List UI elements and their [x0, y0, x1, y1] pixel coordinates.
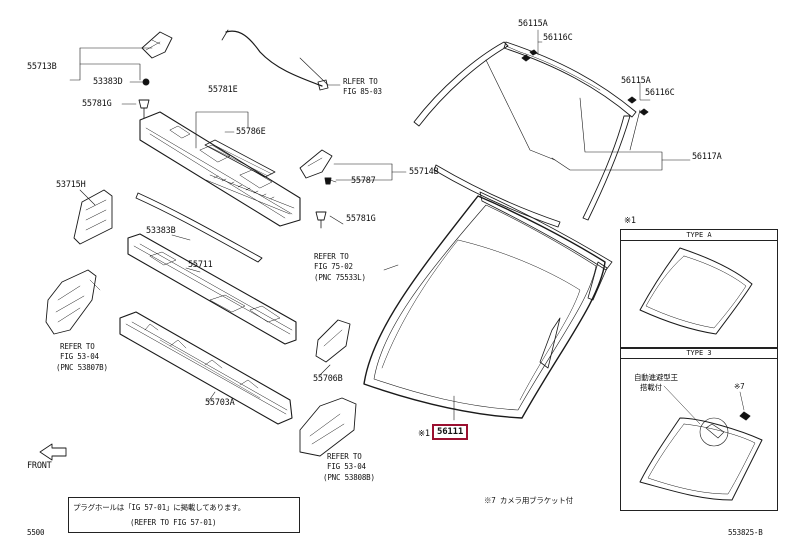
label-53383D: 53383D — [93, 77, 123, 87]
label-56115A-b: 56115A — [621, 76, 651, 86]
plug-hole-note-box — [68, 497, 300, 533]
ref-fig53a-line3: (PNC 53807B) — [56, 363, 108, 372]
ref-fig53b-line1: REFER TO — [327, 452, 362, 461]
type-b-glass — [639, 385, 763, 501]
leader-brackets — [69, 47, 455, 421]
lower-cowl-55703A — [119, 311, 293, 425]
label-55713B: 55713B — [27, 62, 57, 72]
ref-fig53a-line2: FIG 53-04 — [60, 352, 99, 361]
washer-hose — [221, 29, 329, 91]
cowl-top-panel — [139, 111, 301, 227]
type-a-glass — [639, 247, 753, 335]
label-56116C-a: 56116C — [543, 33, 573, 43]
type-b-box: TYPE 3 — [620, 347, 778, 511]
cowl-side-brackets — [141, 31, 333, 179]
page-code-right: 553825-B — [728, 528, 763, 537]
front-arrow-icon — [39, 443, 67, 461]
type-a-box: TYPE A — [620, 229, 778, 349]
label-55787: 55787 — [351, 176, 376, 186]
ref-fig75-line2: FIG 75-02 — [314, 262, 353, 271]
note1-marker: ※1 — [418, 429, 430, 439]
label-55786E: 55786E — [236, 127, 266, 137]
fasteners — [138, 78, 332, 229]
ref-fig53b-line3: (PNC 53808B) — [323, 473, 375, 482]
bracket-55706B — [315, 319, 351, 363]
ref-fig53a-line1: REFER TO — [60, 342, 95, 351]
label-56117A: 56117A — [692, 152, 722, 162]
apron-left — [45, 269, 101, 335]
label-55781G-a: 55781G — [82, 99, 112, 109]
camera-bracket-note: ※7 カメラ用ブラケット付 — [484, 496, 573, 505]
ref-fig85-line1: RLFER TO — [343, 77, 378, 86]
label-55711: 55711 — [188, 260, 213, 270]
label-55706B: 55706B — [313, 374, 343, 384]
ref-fig75-line3: (PNC 75533L) — [314, 273, 366, 282]
type-b-jp-line2: 搭載付 — [640, 383, 662, 392]
cowl-panel-55711 — [127, 233, 297, 345]
label-55703A: 55703A — [205, 398, 235, 408]
leaders-56117A — [551, 97, 691, 171]
type-b-jp-line1: 自動進避型王 — [634, 373, 678, 382]
front-label: FRONT — [27, 461, 52, 471]
roof-moldings — [413, 41, 637, 228]
ref-fig85-line2: FIG 85-03 — [343, 87, 382, 96]
apron-right — [299, 397, 357, 457]
plug-hole-note-line2: (REFER TO FIG 57-01) — [130, 518, 217, 527]
label-56115A-a: 56115A — [518, 19, 548, 29]
plug-hole-note-line1: プラグホールは「IG 57-01」に掲載してあります。 — [73, 503, 246, 512]
type-a-title: TYPE A — [621, 230, 777, 241]
star7-marker: ※7 — [734, 382, 745, 391]
side-bracket-53715H — [73, 189, 113, 245]
label-53715H: 53715H — [56, 180, 86, 190]
label-55781E: 55781E — [208, 85, 238, 95]
label-53383B: 53383B — [146, 226, 176, 236]
ref-fig53b-line2: FIG 53-04 — [327, 462, 366, 471]
note1-ref: ※1 — [624, 216, 636, 226]
ref-fig75-line1: REFER TO — [314, 252, 349, 261]
label-55714B: 55714B — [409, 167, 439, 177]
windshield-glass — [363, 191, 613, 419]
type-b-title: TYPE 3 — [621, 348, 777, 359]
page-code-left: 5500 — [27, 528, 45, 537]
label-56111-highlighted[interactable]: 56111 — [432, 424, 469, 440]
label-55781G-b: 55781G — [346, 214, 376, 224]
clips-56115A-56116C — [521, 29, 651, 116]
label-56116C-b: 56116C — [645, 88, 675, 98]
hood-seal-53383B — [135, 192, 263, 263]
